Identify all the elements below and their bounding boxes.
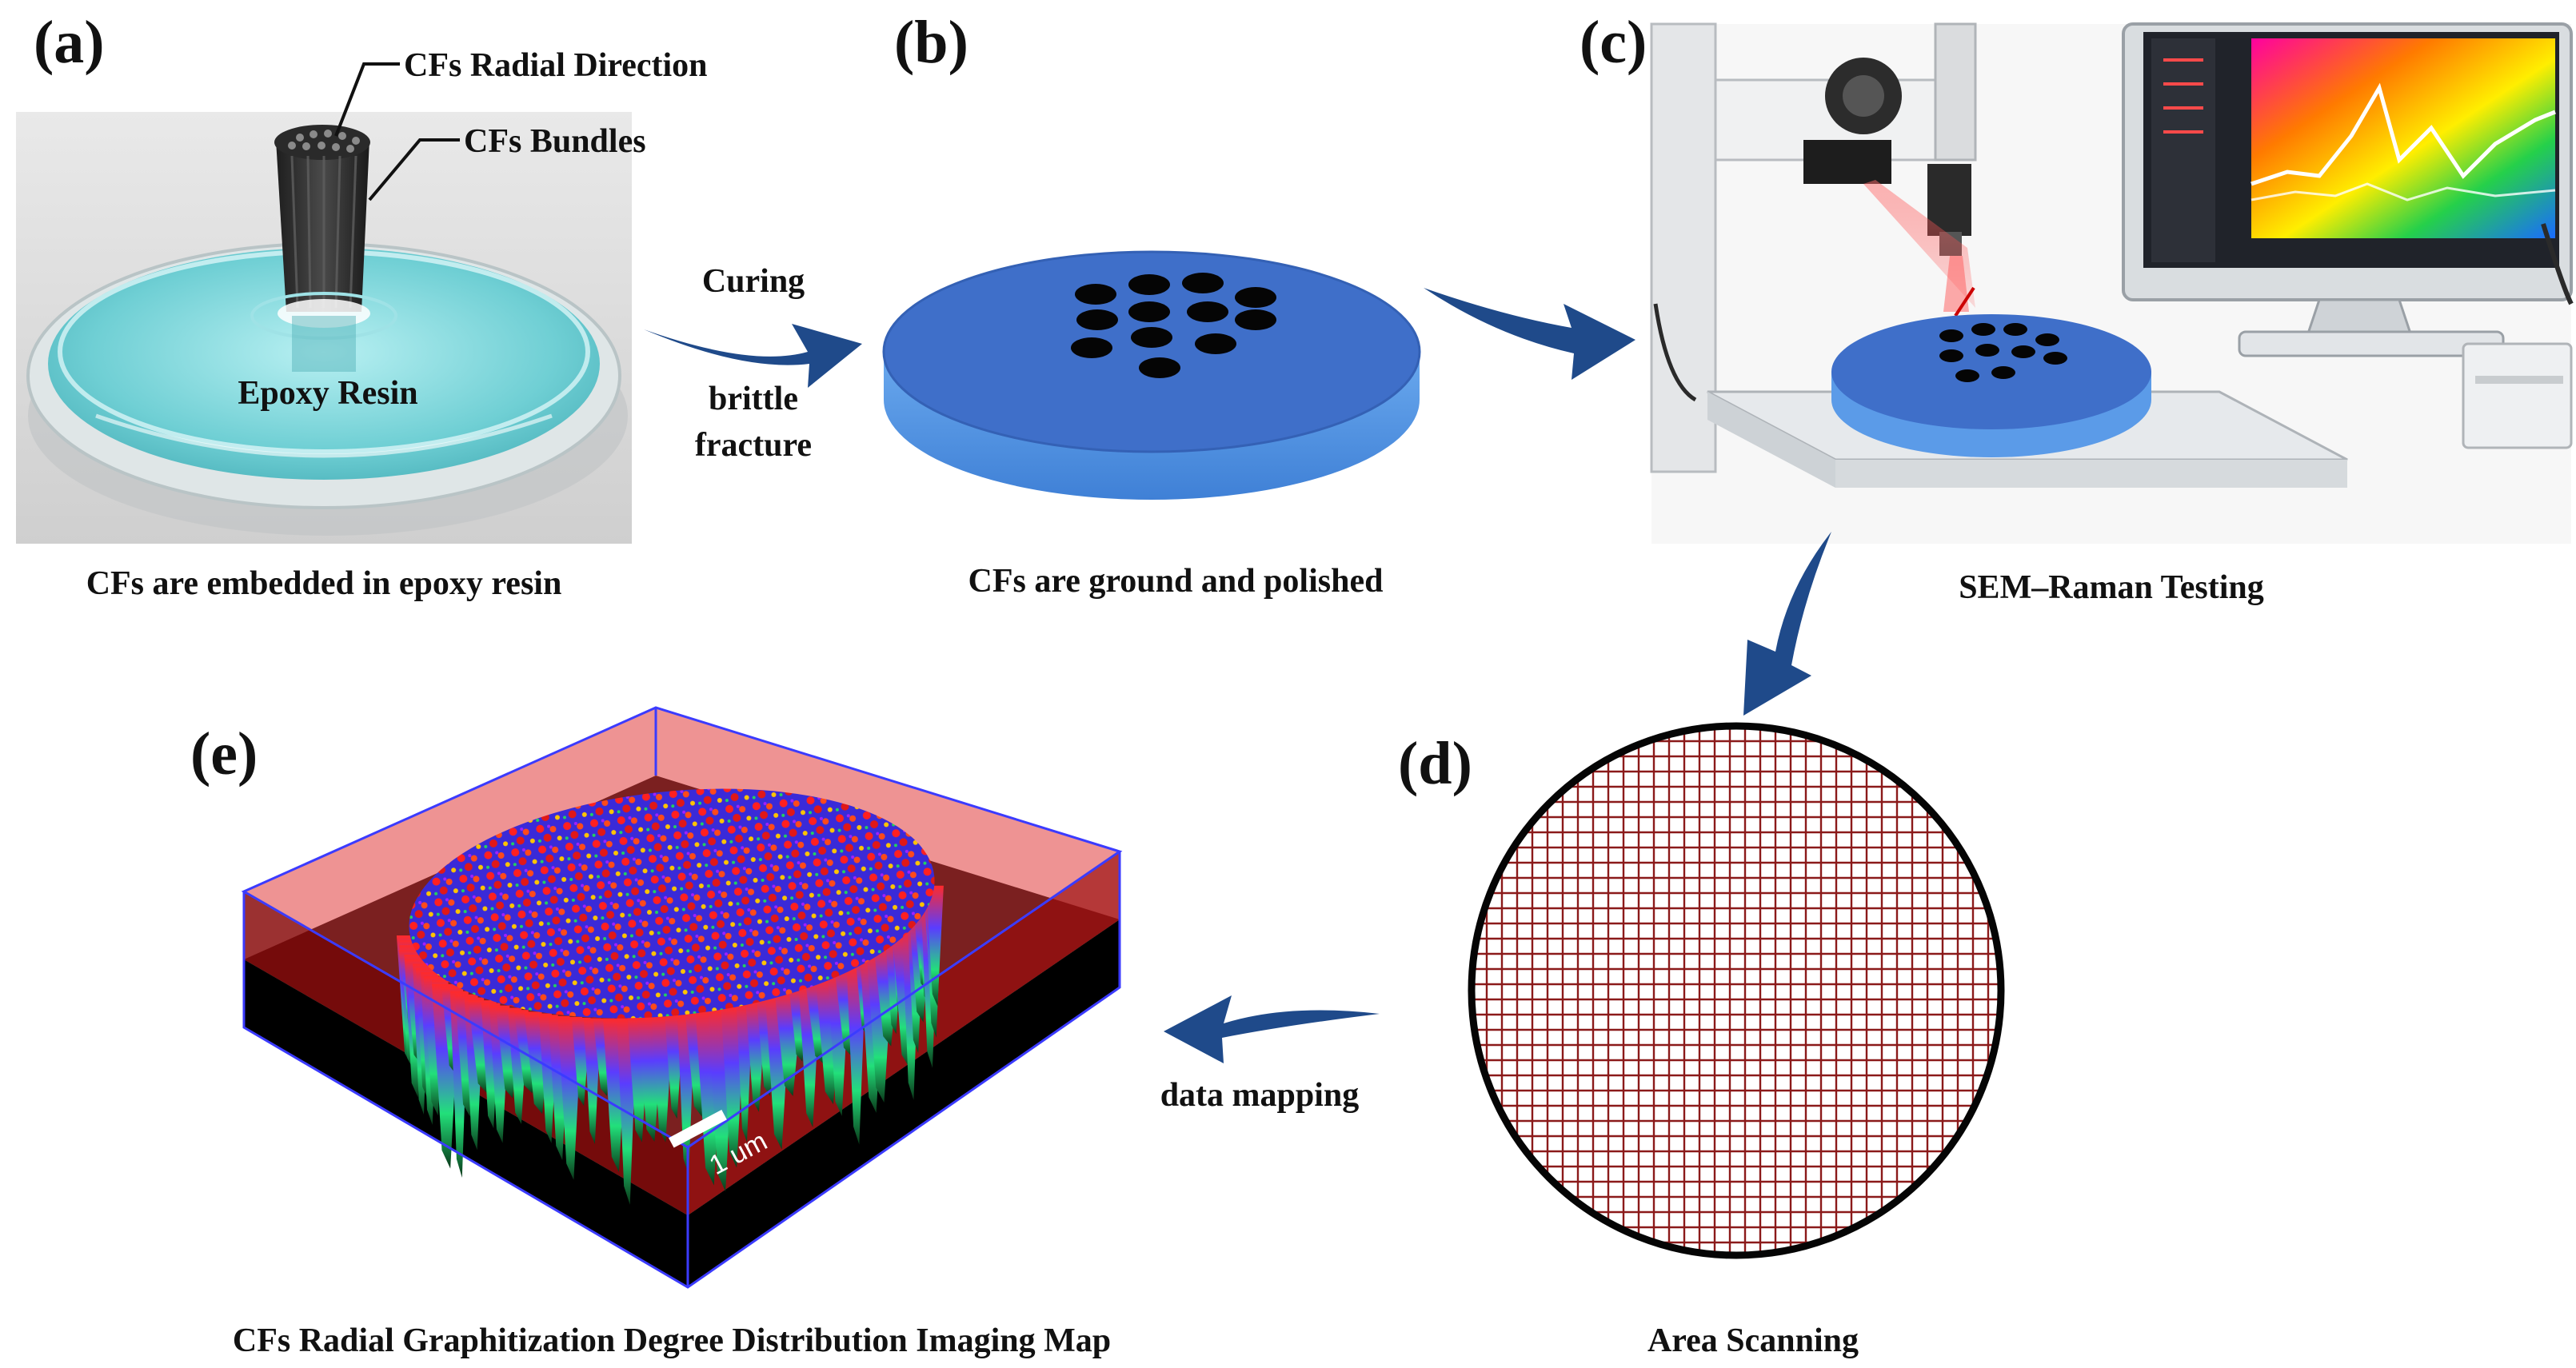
petri-dish-illustration xyxy=(16,112,632,544)
panel-c: (c) xyxy=(1580,9,2574,606)
panel-c-caption: SEM–Raman Testing xyxy=(1959,569,2264,606)
epoxy-resin-label: Epoxy Resin xyxy=(238,375,417,412)
panel-d-letter: (d) xyxy=(1398,730,1472,797)
panel-a: (a) xyxy=(16,9,708,602)
arrow-c-to-d xyxy=(1743,532,1831,716)
callout-radial-direction: CFs Radial Direction xyxy=(334,47,708,137)
panel-d: (d) Area Scanning xyxy=(1398,722,2005,1359)
panel-a-caption: CFs are embedded in epoxy resin xyxy=(86,565,562,602)
callout-radial-direction-label: CFs Radial Direction xyxy=(404,47,708,84)
arrow-a-to-b: Curing brittle fracture xyxy=(644,263,862,464)
fiber-cross-sections xyxy=(1071,273,1276,378)
arrow-b-to-c xyxy=(1424,288,1635,380)
data-mapping-label: data mapping xyxy=(1160,1077,1360,1114)
callout-fiber-bundles-label: CFs Bundles xyxy=(464,123,646,160)
polished-disc xyxy=(882,250,1421,500)
fracture-label: fracture xyxy=(695,427,812,464)
panel-a-letter: (a) xyxy=(34,9,105,76)
scan-grid xyxy=(1468,722,2005,1259)
panel-b-letter: (b) xyxy=(894,9,968,76)
arrow-d-to-e: data mapping xyxy=(1160,995,1380,1114)
panel-b-caption: CFs are ground and polished xyxy=(968,563,1384,600)
panel-d-caption: Area Scanning xyxy=(1647,1322,1859,1359)
panel-c-letter: (c) xyxy=(1580,9,1647,76)
sem-raman-instrument xyxy=(1650,22,2574,544)
panel-b: (b) CFs are ground and polished xyxy=(882,9,1421,600)
panel-e-caption: CFs Radial Graphitization Degree Distrib… xyxy=(233,1322,1111,1359)
graphitization-3d-map: 1 um xyxy=(241,706,1123,1289)
brittle-label: brittle xyxy=(709,381,798,417)
map-spike xyxy=(926,885,944,1007)
panel-e-letter: (e) xyxy=(190,720,258,788)
callout-fiber-bundles: CFs Bundles xyxy=(368,123,646,201)
curing-label: Curing xyxy=(702,263,805,300)
panel-e: (e) 1 um xyxy=(190,706,1123,1359)
